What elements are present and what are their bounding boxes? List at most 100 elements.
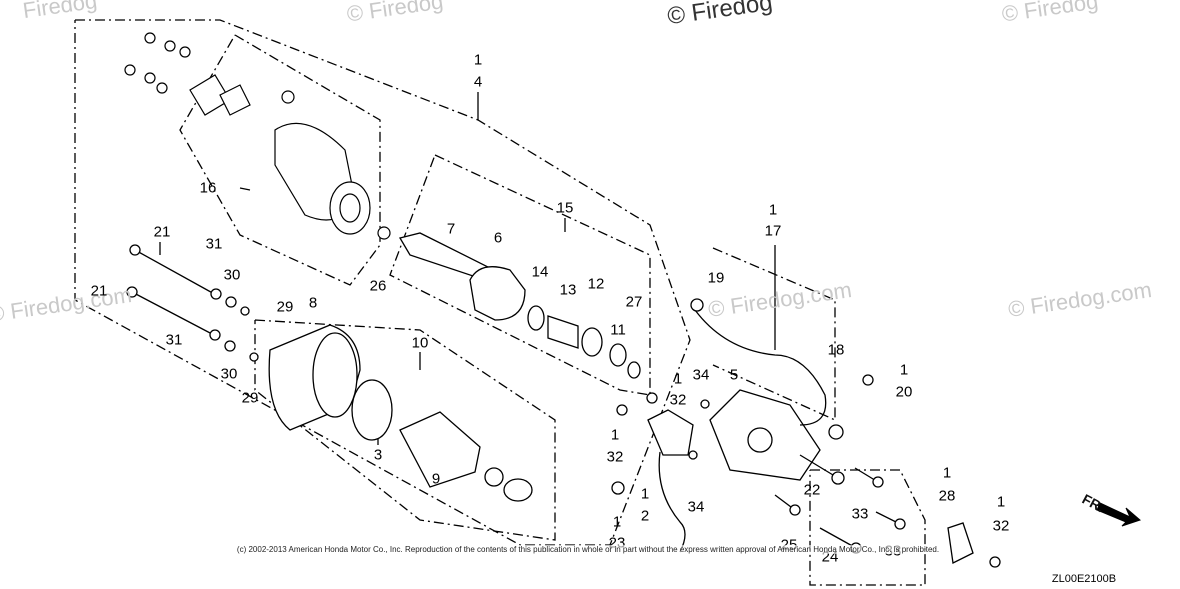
pinion-gear[interactable]	[581, 327, 603, 357]
washer-top-2[interactable]	[144, 72, 156, 84]
callout-1-solenoid[interactable]: 1	[640, 485, 650, 503]
callout-21-upper[interactable]: 21	[153, 223, 171, 241]
front-direction-arrow	[1096, 502, 1141, 527]
washer-ring-upper[interactable]	[240, 306, 250, 316]
callout-29-lower[interactable]: 29	[241, 389, 259, 407]
lock-washer-upper[interactable]	[210, 288, 222, 300]
washer-top-1[interactable]	[164, 40, 176, 52]
callout-4-starter-motor[interactable]: 4	[473, 73, 483, 91]
front-dowel-pin[interactable]	[700, 399, 710, 409]
washer-ring-lower[interactable]	[249, 352, 259, 362]
cable-bolt[interactable]	[690, 298, 704, 312]
copyright-notice: (c) 2002-2013 American Honda Motor Co., …	[236, 545, 940, 554]
callout-32-lower[interactable]: 32	[992, 517, 1010, 535]
rear-cover-group-outline	[179, 34, 381, 286]
nut-32[interactable]	[989, 556, 1001, 568]
callout-1-assembly[interactable]: 1	[473, 51, 483, 69]
o-ring-small[interactable]	[281, 90, 295, 104]
callout-18[interactable]: 18	[827, 341, 845, 359]
callout-32-middle[interactable]: 32	[606, 448, 624, 466]
starter-stay-28[interactable]	[947, 522, 974, 564]
thrust-washer[interactable]	[377, 226, 391, 240]
overrunning-clutch[interactable]	[469, 266, 526, 321]
callout-10[interactable]: 10	[411, 334, 429, 352]
flange-bolt-22[interactable]	[799, 454, 839, 479]
through-bolt-lower[interactable]	[131, 291, 213, 335]
drive-group-outline	[389, 154, 651, 396]
callout-33-upper[interactable]: 33	[851, 505, 869, 523]
motor-group-outline	[254, 319, 556, 541]
nut-top-1[interactable]	[179, 46, 191, 58]
callout-30-upper[interactable]: 30	[223, 266, 241, 284]
nut-top-2[interactable]	[156, 82, 168, 94]
stop-ring[interactable]	[609, 343, 627, 367]
callout-1-nut-23[interactable]: 1	[612, 513, 622, 531]
cable-group-outline	[712, 247, 836, 422]
flange-bolt-24[interactable]	[819, 527, 857, 549]
solenoid-lead-wire	[658, 451, 686, 553]
callout-6[interactable]: 6	[493, 229, 503, 247]
solenoid-terminal-nut[interactable]	[616, 404, 628, 416]
callout-17[interactable]: 17	[764, 222, 782, 240]
callout-1-bolt-20[interactable]: 1	[899, 361, 909, 379]
callout-34-upper[interactable]: 34	[692, 366, 710, 384]
small-bolt-top-1[interactable]	[144, 32, 156, 44]
solenoid-switch[interactable]	[647, 409, 694, 456]
pinion-stop-collar[interactable]	[527, 305, 545, 331]
snap-ring[interactable]	[627, 361, 641, 379]
pinion-spring[interactable]	[547, 315, 579, 349]
callout-26[interactable]: 26	[369, 277, 387, 295]
callout-1-cable[interactable]: 1	[768, 201, 778, 219]
callout-15[interactable]: 15	[556, 199, 574, 217]
callout-21-lower[interactable]: 21	[90, 282, 108, 300]
armature-washer[interactable]	[484, 467, 504, 487]
callout-1-nut-32-middle[interactable]: 1	[610, 426, 620, 444]
callout-34-lower[interactable]: 34	[687, 498, 705, 516]
callout-31-lower[interactable]: 31	[165, 331, 183, 349]
callout-8[interactable]: 8	[308, 294, 318, 312]
main-assembly-outline	[74, 19, 691, 546]
washer-22[interactable]	[831, 471, 845, 485]
washer-lower[interactable]	[224, 340, 236, 352]
callout-29-upper[interactable]: 29	[276, 298, 294, 316]
callout-9[interactable]: 9	[431, 470, 441, 488]
callout-11[interactable]: 11	[610, 321, 626, 339]
starter-cable[interactable]	[694, 309, 827, 426]
callout-19[interactable]: 19	[707, 269, 725, 287]
callout-14[interactable]: 14	[531, 263, 549, 281]
solenoid-nut-lower[interactable]	[611, 481, 625, 495]
callout-3[interactable]: 3	[373, 446, 383, 464]
callout-16[interactable]: 16	[199, 179, 217, 197]
front-bearing[interactable]	[503, 478, 533, 502]
callout-13[interactable]: 13	[559, 281, 577, 299]
armature[interactable]	[399, 411, 481, 488]
through-bolt-upper[interactable]	[134, 249, 219, 297]
housing-dowel-pin[interactable]	[688, 450, 698, 460]
callout-7[interactable]: 7	[446, 220, 456, 238]
callout-32-upper[interactable]: 32	[669, 391, 687, 409]
callout-27[interactable]: 27	[625, 293, 643, 311]
callout-1-nut-32-upper[interactable]: 1	[673, 370, 683, 388]
brush-spring-plate[interactable]	[219, 84, 251, 116]
small-bolt-top-2[interactable]	[124, 64, 136, 76]
cable-nut[interactable]	[646, 392, 658, 404]
callout-30-lower[interactable]: 30	[220, 365, 238, 383]
callout-2[interactable]: 2	[640, 507, 650, 525]
callout-22[interactable]: 22	[803, 481, 821, 499]
callout-28[interactable]: 28	[938, 487, 956, 505]
callout-31-upper[interactable]: 31	[205, 235, 223, 253]
yoke-o-ring[interactable]	[351, 379, 393, 441]
callout-5[interactable]: 5	[729, 366, 739, 384]
cable-end-terminal[interactable]	[828, 424, 844, 440]
callout-12[interactable]: 12	[587, 275, 605, 293]
washer-upper[interactable]	[225, 296, 237, 308]
callout-1-nut-32-lower[interactable]: 1	[996, 493, 1006, 511]
diagram-reference-code: ZL00E2100B	[1051, 573, 1117, 585]
callout-1-stay[interactable]: 1	[942, 464, 952, 482]
callout-20[interactable]: 20	[895, 383, 913, 401]
cable-mount-bolt[interactable]	[862, 374, 874, 386]
lock-washer-lower[interactable]	[209, 329, 221, 341]
bolt-group-outline	[809, 469, 926, 586]
